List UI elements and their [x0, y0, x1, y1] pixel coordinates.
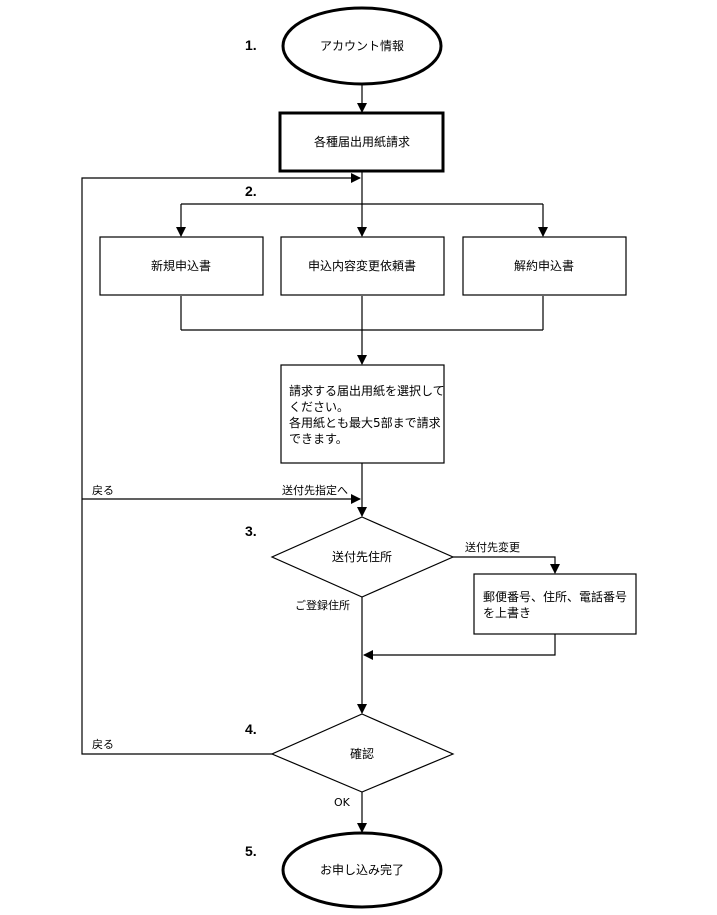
edge-label-back-2: 戻る [92, 738, 114, 751]
node-new-application: 新規申込書 [99, 236, 264, 296]
step-number-4: 4. [245, 721, 257, 737]
node-cancellation: 解約申込書 [462, 236, 627, 296]
node-complete-label: お申し込み完了 [320, 862, 404, 877]
step-number-5: 5. [245, 843, 257, 859]
node-cancellation-label: 解約申込書 [514, 258, 574, 273]
node-note-line-3: 各用紙とも最大5部まで請求 [289, 415, 441, 430]
node-start-label: アカウント情報 [320, 39, 404, 53]
node-note: 請求する届出用紙を選択して ください。 各用紙とも最大5部まで請求 できます。 [280, 364, 445, 464]
node-note-line-2: ください。 [289, 400, 349, 414]
step-number-3: 3. [245, 523, 257, 539]
node-confirm: 確認 [270, 713, 455, 793]
edge-label-registered-address: ご登録住所 [295, 598, 350, 612]
node-start: アカウント情報 [281, 6, 443, 86]
node-overwrite-line-1: 郵便番号、住所、電話番号 [483, 589, 627, 604]
connectors [81, 85, 560, 833]
node-overwrite: 郵便番号、住所、電話番号 を上書き [473, 573, 637, 635]
edge-label-back-1: 戻る [92, 484, 114, 497]
step-number-1: 1. [245, 37, 257, 53]
node-shipping-address-label: 送付先住所 [332, 549, 392, 564]
node-shipping-address: 送付先住所 [270, 516, 455, 598]
node-note-line-4: できます。 [289, 432, 348, 446]
edge-label-change-address: 送付先変更 [465, 540, 520, 554]
node-change-request-label: 申込内容変更依頼書 [308, 258, 416, 273]
edge-shipping-to-overwrite [453, 556, 560, 574]
edge-label-ok: OK [334, 796, 351, 809]
edge-label-to-shipping: 送付先指定へ [282, 483, 348, 497]
edge-overwrite-return [363, 634, 556, 660]
node-confirm-label: 確認 [350, 746, 374, 761]
node-complete: お申し込み完了 [281, 831, 443, 909]
edge-back-loop [81, 173, 361, 755]
node-change-request: 申込内容変更依頼書 [280, 236, 445, 296]
step-number-2: 2. [245, 183, 257, 199]
node-overwrite-line-2: を上書き [483, 606, 531, 620]
node-new-application-label: 新規申込書 [151, 258, 211, 273]
node-request-forms: 各種届出用紙請求 [278, 111, 445, 173]
node-note-line-1: 請求する届出用紙を選択して [289, 383, 445, 398]
node-request-forms-label: 各種届出用紙請求 [314, 134, 410, 149]
